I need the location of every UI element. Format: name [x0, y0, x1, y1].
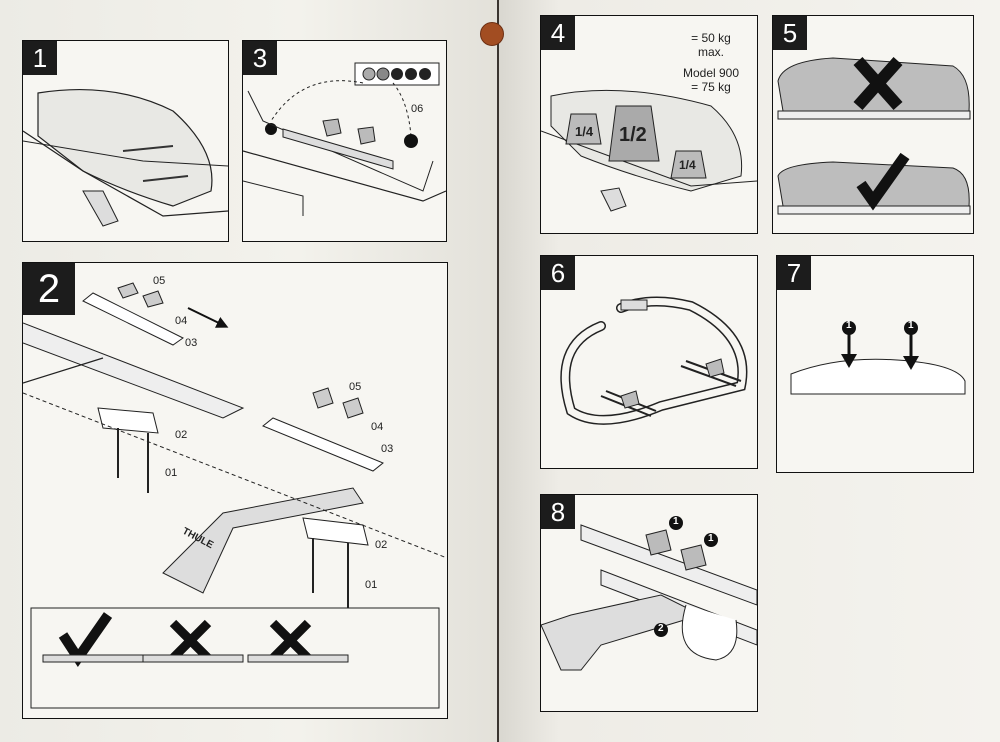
panel-2: 2 05 04 03 02 01 05 04 03 02 01 THULE	[22, 262, 448, 719]
step-number: 3	[243, 41, 277, 75]
step-marker: 1	[908, 320, 914, 331]
removal-illustration	[541, 516, 757, 671]
part-label: 03	[381, 443, 394, 455]
panel-7: 7 1 1	[776, 255, 974, 473]
step-number: 8	[541, 495, 575, 529]
part-label: 03	[185, 337, 198, 349]
load-distribution-illustration	[777, 57, 971, 215]
step-number: 5	[773, 16, 807, 50]
part-label: 05	[153, 275, 166, 287]
punch-hole	[480, 22, 504, 46]
step-marker: 1	[846, 320, 852, 331]
lid-close-illustration	[790, 321, 966, 395]
panel-5: 5	[772, 15, 974, 234]
max-load-text: = 50 kg max.	[691, 31, 731, 59]
part-label: 01	[165, 467, 178, 479]
mounting-kit-exploded-illustration	[23, 282, 447, 709]
part-label-06: 06	[411, 103, 424, 115]
step-number: 4	[541, 16, 575, 50]
weight-quarter: 1/4	[575, 124, 594, 139]
weight-quarter: 1/4	[679, 158, 696, 172]
panel-3: 3 06	[242, 40, 447, 242]
model-load-text: Model 900 = 75 kg	[682, 66, 740, 94]
step-number: 2	[23, 263, 75, 315]
part-label: 04	[371, 421, 384, 433]
part-label: 05	[349, 381, 362, 393]
part-label: 02	[375, 539, 388, 551]
panel-1: 1	[22, 40, 229, 242]
step-marker: 1	[708, 533, 714, 544]
part-label: 02	[175, 429, 188, 441]
strap-illustration	[560, 296, 748, 425]
step-number: 1	[23, 41, 57, 75]
step-number: 6	[541, 256, 575, 290]
weight-half: 1/2	[619, 124, 647, 146]
part-label: 01	[365, 579, 378, 591]
step-marker: 2	[658, 623, 664, 634]
panel-6: 6	[540, 255, 758, 469]
panel-4: 4 1/4 1/2 1/4 = 50 kg max. Model 900 = 7…	[540, 15, 758, 234]
panel-8: 8 1 1 2	[540, 494, 758, 712]
roof-box-open-illustration	[23, 89, 228, 227]
step-marker: 1	[673, 516, 679, 527]
part-label: 04	[175, 315, 188, 327]
step-number: 7	[777, 256, 811, 290]
tbolt-channel-illustration	[243, 62, 446, 216]
roof-box-weight-illustration	[541, 89, 757, 212]
